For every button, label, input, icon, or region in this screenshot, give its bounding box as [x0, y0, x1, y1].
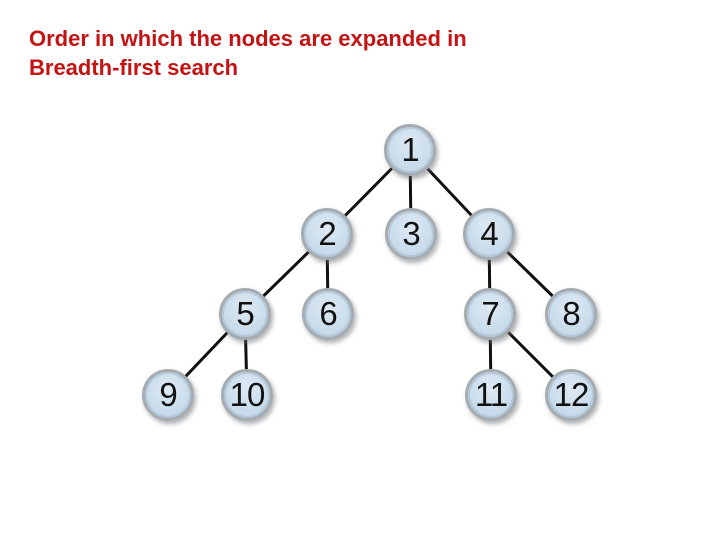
title-line-2: Breadth-first search — [29, 55, 239, 80]
tree-node-label-10: 10 — [229, 375, 266, 413]
tree-node-5: 5 — [219, 288, 271, 340]
slide-title: Order in which the nodes are expanded in… — [29, 24, 467, 82]
tree-node-label-6: 6 — [319, 294, 337, 332]
tree-node-label-2: 2 — [318, 214, 336, 252]
tree-node-label-4: 4 — [480, 214, 498, 252]
tree-node-1: 1 — [384, 124, 436, 176]
tree-node-label-7: 7 — [481, 294, 499, 332]
tree-node-label-12: 12 — [553, 375, 590, 413]
tree-node-12: 12 — [545, 369, 597, 421]
tree-node-label-3: 3 — [402, 214, 420, 252]
tree-node-10: 10 — [221, 369, 273, 421]
tree-node-2: 2 — [301, 208, 353, 260]
tree-node-9: 9 — [142, 369, 194, 421]
tree-node-11: 11 — [465, 369, 517, 421]
tree-node-4: 4 — [463, 208, 515, 260]
tree-node-label-5: 5 — [236, 294, 254, 332]
tree-node-3: 3 — [385, 208, 437, 260]
tree-node-label-1: 1 — [401, 130, 419, 168]
tree-node-label-11: 11 — [474, 375, 508, 413]
tree-node-label-9: 9 — [159, 375, 177, 413]
tree-node-label-8: 8 — [562, 294, 580, 332]
tree-node-6: 6 — [302, 288, 354, 340]
title-line-1: Order in which the nodes are expanded in — [29, 26, 467, 51]
tree-node-7: 7 — [464, 288, 516, 340]
tree-node-8: 8 — [545, 288, 597, 340]
